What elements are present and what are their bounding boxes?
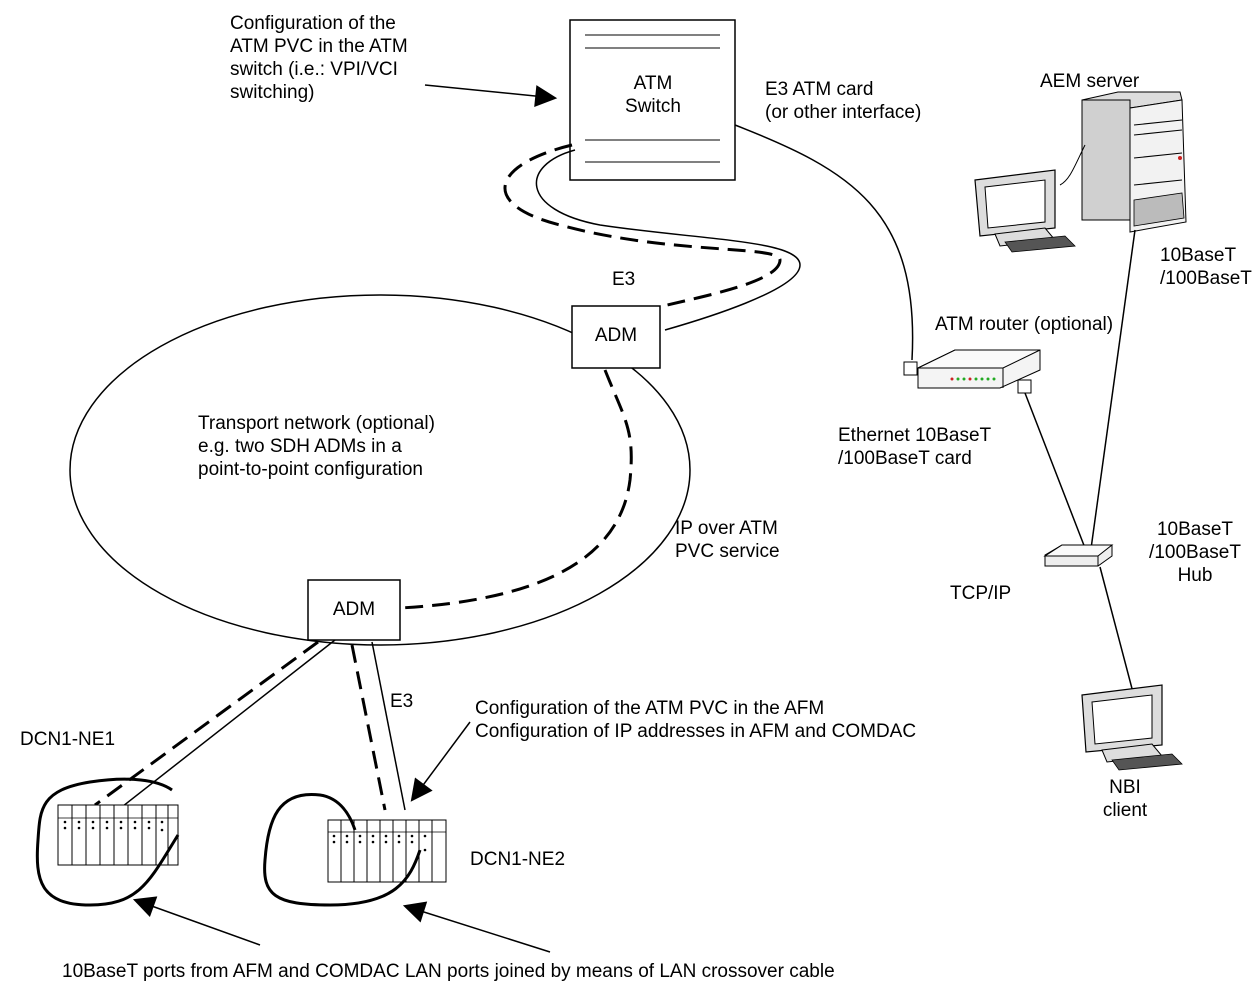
ne2-crossover-cable (263, 792, 422, 907)
arrow-config-switch (424, 84, 558, 107)
atm-router-label: ATM router (optional) (935, 314, 1114, 335)
atm-router-icon (903, 349, 1041, 394)
hub-client-cable (1099, 566, 1136, 701)
network-element-icon (57, 804, 179, 866)
arrow-config-afm (410, 721, 471, 802)
atm-switch-to-router-cable (734, 124, 914, 361)
server-workstation-cable (1059, 144, 1086, 186)
pvc-path-dashed (503, 143, 782, 314)
nbi-client-label: NBI client (1102, 777, 1148, 821)
dcn1-ne2-label: DCN1-NE2 (470, 849, 566, 870)
adm-bottom-label: ADM (332, 599, 376, 620)
arrow-ne2-bottom (402, 901, 551, 953)
adm-ne2-cable (371, 641, 406, 811)
adm-ne2-pvc (350, 644, 387, 811)
config-afm-note: Configuration of the ATM PVC in the AFM … (475, 698, 917, 742)
config-switch-note: Configuration of the ATM PVC in the ATM … (230, 13, 408, 103)
hub-icon (1043, 544, 1114, 567)
e3-card-label: E3 ATM card (or other interface) (765, 79, 922, 123)
ip-over-atm-label: IP over ATM PVC service (675, 518, 780, 562)
bottom-note: 10BaseT ports from AFM and COMDAC LAN po… (62, 961, 835, 982)
adm-ne1-pvc (94, 640, 319, 807)
ethernet-card-label: Ethernet 10BaseT /100BaseT card (838, 425, 992, 469)
router-hub-cable (1024, 392, 1086, 549)
workstation-icon (974, 169, 1076, 253)
e3-top-label: E3 (612, 269, 636, 290)
transport-network-ring (69, 294, 691, 646)
aem-server-label: AEM server (1040, 71, 1140, 92)
adm-bottom-box (307, 579, 401, 641)
atm-switch-icon (569, 19, 736, 181)
arrow-ne1-bottom (132, 896, 261, 946)
adm-top-label: ADM (594, 325, 638, 346)
server-hub-cable (1089, 229, 1136, 557)
tcpip-label: TCP/IP (950, 583, 1012, 604)
pvc-ring-dashed (399, 369, 633, 610)
nbi-client-workstation-icon (1081, 684, 1183, 771)
e3-bottom-label: E3 (390, 691, 414, 712)
dcn1-ne1-label: DCN1-NE1 (20, 729, 116, 750)
adm-ne1-cable (117, 639, 336, 811)
atm-switch-label: ATM Switch (625, 73, 681, 117)
transport-network-label: Transport network (optional) e.g. two SD… (198, 413, 435, 480)
aem-server-icon (1081, 91, 1187, 233)
server-ethernet-label: 10BaseT /100BaseT (1160, 245, 1252, 289)
hub-label: 10BaseT /100BaseT Hub (1149, 519, 1241, 586)
network-element-icon (327, 819, 447, 883)
e3-link-solid (535, 149, 801, 331)
adm-top-box (571, 305, 661, 369)
ne1-crossover-cable (35, 777, 180, 907)
